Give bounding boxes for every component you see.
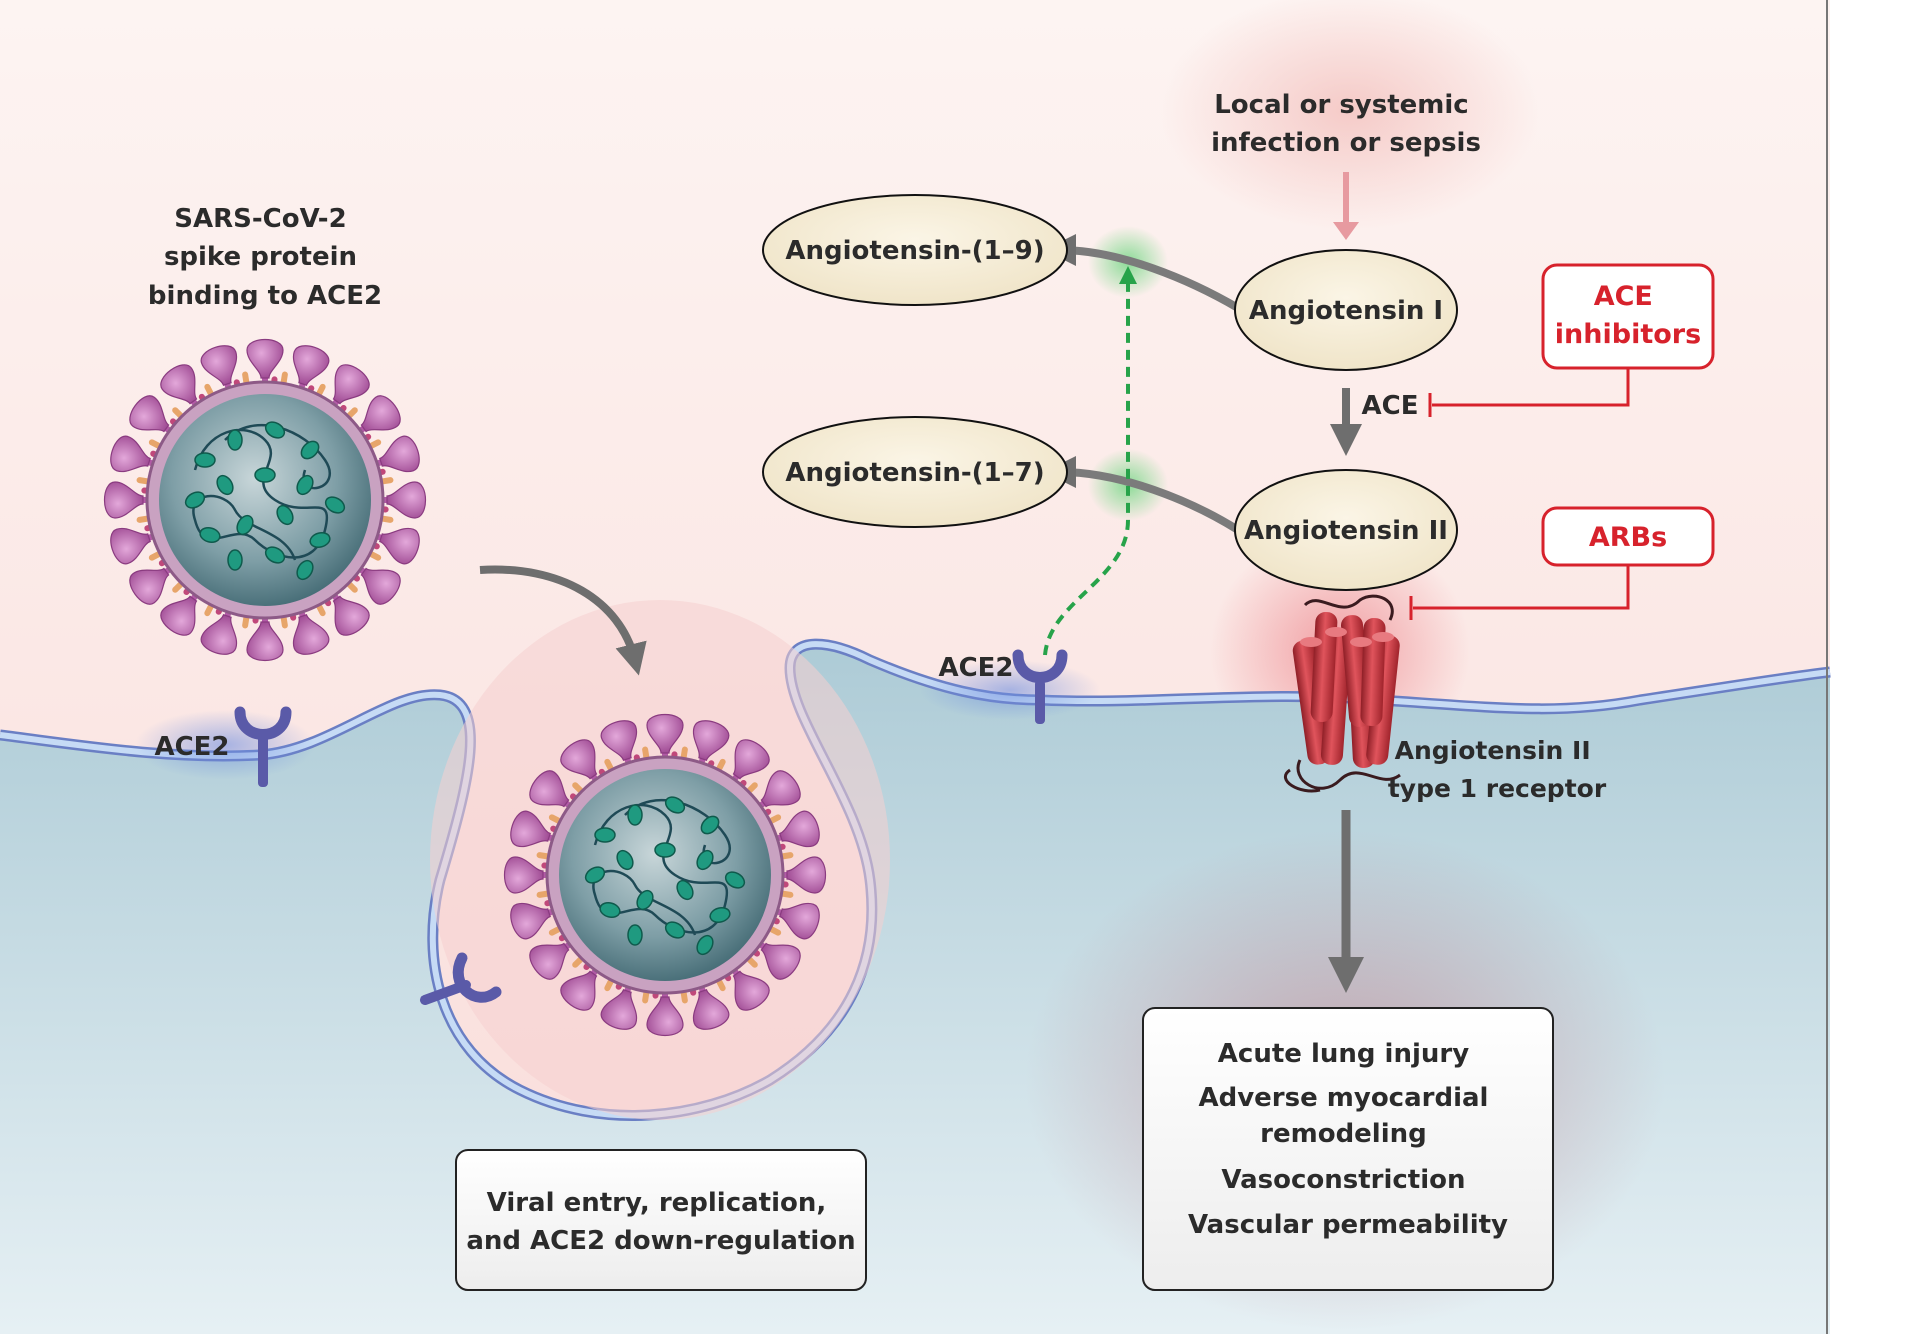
ace-inhibitor-line	[1432, 368, 1630, 407]
nucleocapsid-protein	[276, 504, 294, 526]
nucleocapsid-protein	[636, 889, 654, 911]
angiotensin-ii-label: Angiotensin II	[1244, 516, 1448, 546]
infection-label: Local or systemic infection or sepsis	[1211, 90, 1481, 158]
nucleocapsid-protein	[264, 546, 286, 564]
ace2-mid-label: ACE2	[938, 653, 1013, 683]
nucleocapsid-protein	[654, 842, 676, 858]
arb-line	[1413, 565, 1630, 610]
nucleocapsid-protein	[696, 934, 714, 956]
nucleocapsid-protein	[700, 815, 720, 835]
angiotensin-ii-type-1-receptor	[1283, 594, 1401, 793]
angiotensin-1-7-label: Angiotensin-(1–7)	[785, 458, 1044, 488]
angiotensin-ii-node	[1234, 469, 1458, 591]
ace2-receptor-mid	[1012, 649, 1068, 724]
outcomes-box	[1142, 1007, 1554, 1291]
nucleocapsid-protein	[264, 421, 286, 439]
angiotensin-1-7-node	[762, 416, 1068, 528]
receptor-label: Angiotensin II type 1 receptor	[1388, 736, 1607, 803]
nucleocapsid-protein	[724, 871, 746, 889]
outcomes-text: Acute lung injury Adverse myocardial rem…	[1188, 1039, 1508, 1240]
ace2-left-glow	[135, 710, 315, 780]
nucleocapsid-protein	[296, 559, 314, 581]
nucleocapsid-protein	[627, 924, 643, 946]
sars-cov-2-virion-internalized	[505, 715, 826, 1036]
virus-caption: SARS-CoV-2 spike protein binding to ACE2	[148, 204, 382, 311]
viral-entry-text: Viral entry, replication, and ACE2 down-…	[466, 1188, 855, 1256]
nucleocapsid-protein	[227, 549, 243, 571]
ace2-activity-arrow	[1043, 266, 1137, 656]
angiotensin-1-9-label: Angiotensin-(1–9)	[785, 236, 1044, 266]
nucleocapsid-protein	[627, 804, 643, 826]
nucleocapsid-protein	[254, 467, 276, 483]
angiotensin-i-node	[1234, 249, 1458, 371]
nucleocapsid-protein	[676, 879, 694, 901]
ace-inhibitors-label: ACE inhibitors	[1555, 281, 1701, 350]
ace2-left-label: ACE2	[154, 732, 229, 762]
arbs-box	[1541, 506, 1715, 567]
viral-entry-box	[455, 1149, 867, 1291]
entry-arrow	[479, 565, 647, 676]
nucleocapsid-protein	[709, 907, 731, 923]
nucleocapsid-protein	[584, 866, 606, 884]
nucleocapsid-protein	[184, 491, 206, 509]
ace2-receptor-left	[234, 706, 292, 787]
ang1-to-ang19-arrow	[1044, 234, 1241, 312]
nucleocapsid-protein	[664, 921, 686, 939]
nucleocapsid-protein	[696, 849, 714, 871]
nucleocapsid-protein	[227, 429, 243, 451]
ace-inhibitors-box	[1541, 263, 1715, 370]
nucleocapsid-protein	[194, 452, 216, 468]
nucleocapsid-protein	[199, 527, 221, 543]
infection-arrowhead	[1333, 222, 1359, 240]
sars-cov-2-virion-free	[105, 340, 426, 661]
nucleocapsid-protein	[300, 440, 320, 460]
arbs-label: ARBs	[1589, 522, 1667, 553]
angiotensin-1-9-node	[762, 194, 1068, 306]
nucleocapsid-protein	[216, 474, 234, 496]
ace2-receptor-endosome	[420, 952, 502, 1005]
ang2-to-ang17-arrow	[1044, 456, 1241, 534]
nucleocapsid-protein	[324, 496, 346, 514]
nucleocapsid-protein	[616, 849, 634, 871]
nucleocapsid-protein	[664, 796, 686, 814]
nucleocapsid-protein	[296, 474, 314, 496]
nucleocapsid-protein	[309, 532, 331, 548]
nucleocapsid-protein	[599, 902, 621, 918]
infection-glow	[1160, 0, 1540, 230]
nucleocapsid-protein	[236, 514, 254, 536]
nucleocapsid-protein	[594, 827, 616, 843]
angiotensin-i-label: Angiotensin I	[1249, 296, 1443, 326]
ace-label: ACE	[1362, 391, 1419, 421]
